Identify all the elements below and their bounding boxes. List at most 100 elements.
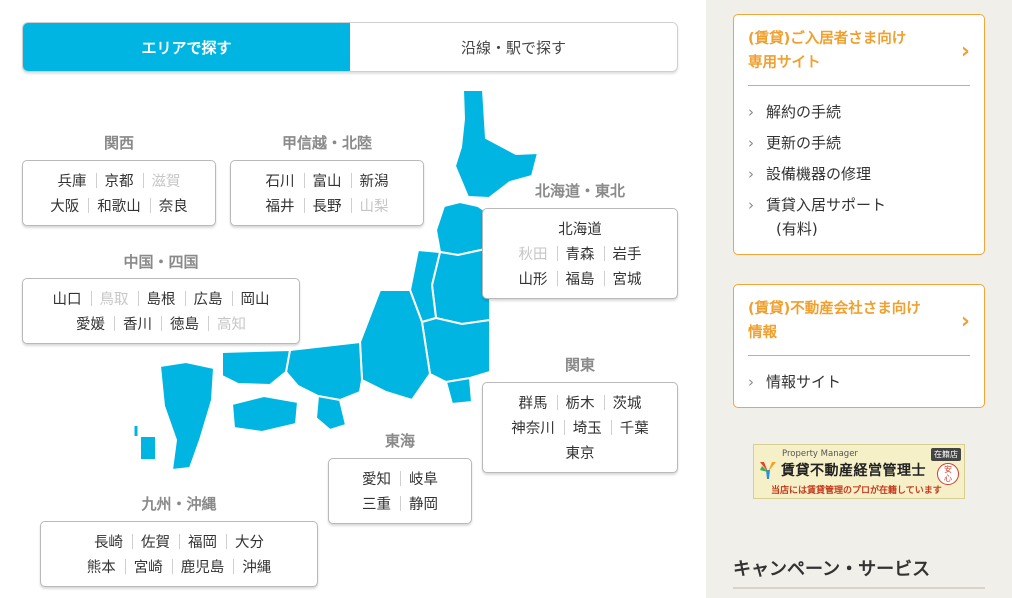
pref-hokkaido[interactable]: 北海道 (558, 222, 602, 238)
pref-miyagi[interactable]: 宮城 (603, 268, 651, 289)
pref-saitama[interactable]: 埼玉 (563, 417, 611, 438)
seal-top: 安 (944, 465, 952, 474)
pref-ehime[interactable]: 愛媛 (76, 317, 105, 333)
pref-row: 北海道 (487, 216, 673, 241)
pref-ishikawa[interactable]: 石川 (265, 174, 295, 190)
seal-bottom: 心 (944, 474, 952, 483)
pref-row: 福井 長野 山梨 (235, 193, 419, 218)
link-label: 解約の手続 (766, 102, 842, 121)
pref-row: 山口 鳥取 島根 広島 岡山 (27, 286, 295, 311)
pref-kyoto[interactable]: 京都 (95, 170, 143, 191)
pref-saga[interactable]: 佐賀 (132, 531, 179, 552)
pref-kumamoto[interactable]: 熊本 (86, 560, 116, 576)
agent-info-list: ›情報サイト (734, 356, 984, 407)
pref-row: 愛媛 香川 徳島 高知 (27, 311, 295, 336)
map-kyushu (158, 360, 216, 472)
pref-row: 山形 福島 宮城 (487, 266, 673, 291)
region-box-kyushu-okinawa: 長崎 佐賀 福岡 大分 熊本 宮崎 鹿児島 沖縄 (40, 521, 318, 587)
pref-chiba[interactable]: 千葉 (610, 417, 658, 438)
chevron-right-icon: › (960, 308, 970, 334)
pref-yamanashi: 山梨 (350, 195, 398, 216)
region-box-kansai: 兵庫 京都 滋賀 大阪 和歌山 奈良 (22, 160, 216, 226)
region-box-koshinetsu: 石川 富山 新潟 福井 長野 山梨 (230, 160, 424, 226)
link-cancellation[interactable]: › 解約の手続 (748, 96, 970, 127)
sidebar: (賃貸)ご入居者さま向け 専用サイト › ›解約の手続 ›更新の手続 ›設備機器… (706, 0, 1012, 598)
pref-kanagawa[interactable]: 神奈川 (511, 421, 555, 437)
pref-shizuoka[interactable]: 静岡 (400, 493, 447, 514)
pref-fukushima[interactable]: 福島 (556, 268, 604, 289)
resident-site-title-line1: (賃貸)ご入居者さま向け (748, 31, 907, 47)
pref-aichi[interactable]: 愛知 (362, 472, 391, 488)
link-label: 更新の手続 (766, 133, 842, 152)
tab-area-search[interactable]: エリアで探す (23, 23, 350, 71)
pref-fukui[interactable]: 福井 (265, 199, 295, 215)
link-info-site[interactable]: ›情報サイト (748, 366, 970, 397)
region-box-tokai: 愛知 岐阜 三重 静岡 (328, 458, 472, 524)
pref-yamaguchi[interactable]: 山口 (52, 292, 82, 308)
pref-hiroshima[interactable]: 広島 (184, 288, 232, 309)
anshin-seal-icon: 安 心 (937, 463, 959, 485)
pref-nagano[interactable]: 長野 (303, 195, 351, 216)
link-rental-support[interactable]: ›賃貸入居サポート(有料) (748, 189, 970, 244)
region-box-kanto: 群馬 栃木 茨城 神奈川 埼玉 千葉 東京 (482, 382, 678, 473)
pref-tokyo[interactable]: 東京 (565, 446, 595, 462)
region-title-tokai: 東海 (384, 432, 415, 450)
region-title-koshinetsu: 甲信越・北陸 (281, 134, 372, 152)
pref-row: 群馬 栃木 茨城 (487, 390, 673, 415)
link-repair[interactable]: ›設備機器の修理 (748, 158, 970, 189)
map-chugoku (221, 348, 292, 387)
map-kinki (284, 340, 364, 402)
map-chubu (358, 289, 432, 402)
pref-tochigi[interactable]: 栃木 (556, 392, 604, 413)
pref-tokushima[interactable]: 徳島 (161, 313, 208, 334)
pref-nagasaki[interactable]: 長崎 (94, 535, 123, 551)
pref-aomori[interactable]: 青森 (556, 243, 604, 264)
pref-gifu[interactable]: 岐阜 (400, 468, 447, 489)
pref-kagoshima[interactable]: 鹿児島 (171, 556, 234, 577)
chevron-right-icon: › (748, 102, 754, 121)
resident-site-card: (賃貸)ご入居者さま向け 専用サイト › › 解約の手続 ›更新の手続 ›設備機器… (733, 14, 985, 255)
pref-mie[interactable]: 三重 (362, 497, 391, 513)
pref-gunma[interactable]: 群馬 (518, 396, 548, 412)
property-manager-banner[interactable]: Property Manager 在籍店 賃貸不動産経営管理士 安 心 当店には… (753, 444, 965, 499)
map-kii (314, 394, 348, 432)
pref-miyazaki[interactable]: 宮崎 (124, 556, 172, 577)
agent-info-title-line2: 情報 (748, 325, 777, 341)
banner-description: 当店には賃貸管理のプロが在籍しています (771, 486, 942, 496)
pref-kagawa[interactable]: 香川 (114, 313, 161, 334)
resident-site-title: (賃貸)ご入居者さま向け 専用サイト (748, 27, 906, 75)
pm-logo-icon (760, 462, 776, 479)
pref-yamagata[interactable]: 山形 (518, 272, 548, 288)
pref-oita[interactable]: 大分 (226, 531, 273, 552)
agent-info-link[interactable]: (賃貸)不動産会社さま向け 情報 › (748, 285, 970, 356)
map-kanto (420, 316, 491, 384)
region-title-chugoku-shikoku: 中国・四国 (123, 253, 199, 271)
agent-info-title-line1: (賃貸)不動産会社さま向け (748, 301, 921, 317)
link-renewal[interactable]: ›更新の手続 (748, 127, 970, 158)
map-shikoku (230, 394, 300, 434)
paid-note: (有料) (776, 219, 818, 238)
pref-okinawa[interactable]: 沖縄 (233, 556, 280, 577)
pref-hyogo[interactable]: 兵庫 (57, 174, 87, 190)
agent-info-card: (賃貸)不動産会社さま向け 情報 › ›情報サイト (733, 284, 985, 408)
resident-site-list: › 解約の手続 ›更新の手続 ›設備機器の修理 ›賃貸入居サポート(有料) (734, 86, 984, 254)
agent-info-title: (賃貸)不動産会社さま向け 情報 (748, 297, 921, 345)
pref-row: 三重 静岡 (333, 491, 467, 516)
pref-ibaraki[interactable]: 茨城 (603, 392, 651, 413)
resident-site-link[interactable]: (賃貸)ご入居者さま向け 専用サイト › (748, 15, 970, 86)
pref-niigata[interactable]: 新潟 (350, 170, 398, 191)
pref-wakayama[interactable]: 和歌山 (88, 195, 150, 216)
pref-okayama[interactable]: 岡山 (231, 288, 279, 309)
region-box-chugoku-shikoku: 山口 鳥取 島根 広島 岡山 愛媛 香川 徳島 高知 (22, 278, 300, 344)
pref-iwate[interactable]: 岩手 (603, 243, 651, 264)
region-title-kyushu-okinawa: 九州・沖縄 (141, 495, 217, 513)
pref-fukuoka[interactable]: 福岡 (179, 531, 226, 552)
pref-tottori: 鳥取 (90, 288, 138, 309)
pref-nara[interactable]: 奈良 (149, 195, 197, 216)
pref-shimane[interactable]: 島根 (137, 288, 185, 309)
pref-toyama[interactable]: 富山 (303, 170, 351, 191)
link-label: 設備機器の修理 (766, 164, 872, 183)
pref-osaka[interactable]: 大阪 (50, 199, 80, 215)
tab-line-station-search[interactable]: 沿線・駅で探す (350, 23, 677, 71)
pref-row: 愛知 岐阜 (333, 466, 467, 491)
